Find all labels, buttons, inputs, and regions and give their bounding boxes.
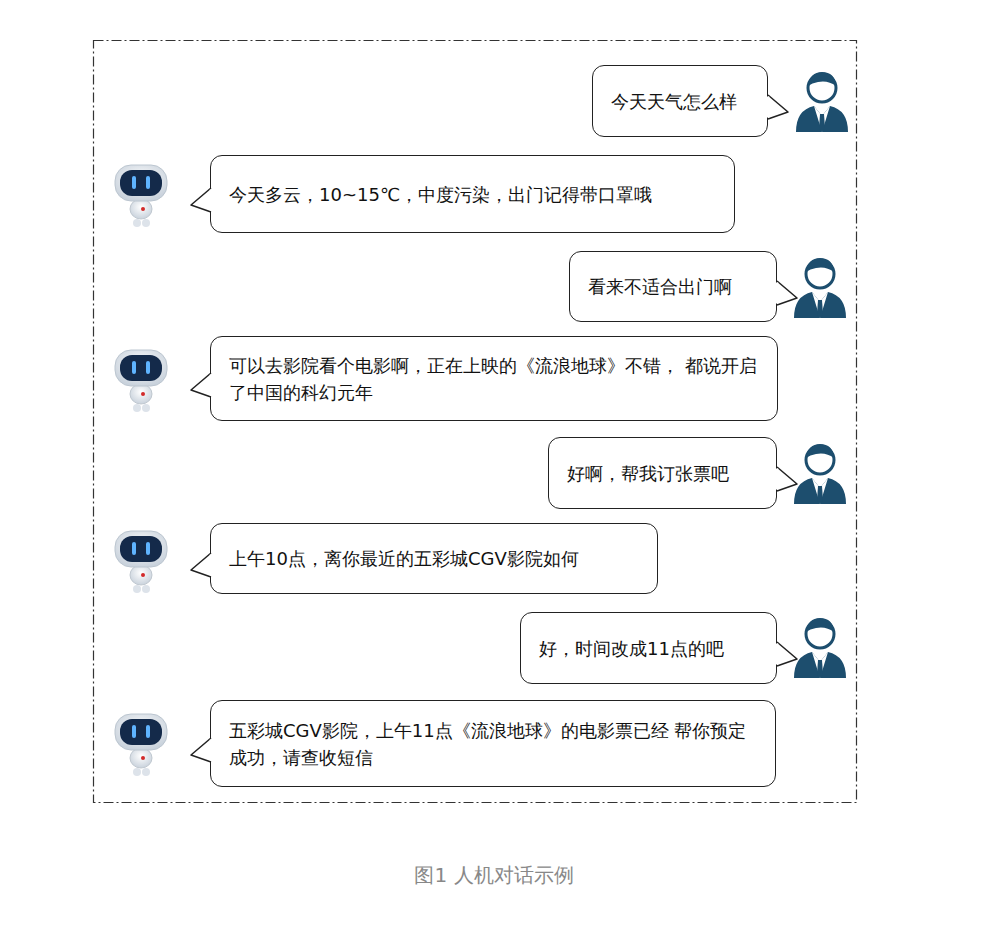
user-avatar — [794, 618, 846, 678]
bubble-text: 看来不适合出门啊 — [588, 273, 732, 300]
robot-avatar — [115, 714, 167, 776]
bubble-tail — [189, 550, 213, 580]
bubble-tail — [189, 185, 213, 215]
bubble-text: 上午10点，离你最近的五彩城CGV影院如何 — [229, 545, 579, 572]
robot-avatar — [115, 350, 167, 412]
bubble-text: 今天天气怎么样 — [611, 88, 737, 115]
robot-speech-bubble: 五彩城CGV影院，上午11点《流浪地球》的电影票已经 帮你预定成功，请查收短信 — [210, 700, 776, 787]
dash-dot-frame — [94, 41, 857, 803]
robot-avatar — [115, 531, 167, 593]
bubble-text: 五彩城CGV影院，上午11点《流浪地球》的电影票已经 帮你预定成功，请查收短信 — [229, 717, 757, 771]
bubble-tail — [775, 464, 799, 494]
bubble-text: 可以去影院看个电影啊，正在上映的《流浪地球》不错， 都说开启了中国的科幻元年 — [229, 352, 759, 406]
bubble-tail — [775, 639, 799, 669]
bubble-text: 好啊，帮我订张票吧 — [567, 460, 729, 487]
user-speech-bubble: 好，时间改成11点的吧 — [520, 612, 777, 684]
robot-speech-bubble: 可以去影院看个电影啊，正在上映的《流浪地球》不错， 都说开启了中国的科幻元年 — [210, 336, 778, 421]
user-speech-bubble: 今天天气怎么样 — [592, 65, 768, 137]
user-speech-bubble: 好啊，帮我订张票吧 — [548, 437, 777, 509]
robot-avatar — [115, 165, 167, 227]
user-avatar — [794, 258, 846, 318]
bubble-tail — [189, 370, 213, 400]
bubble-tail — [775, 278, 799, 308]
figure-caption: 图1 人机对话示例 — [0, 862, 988, 889]
bubble-tail — [189, 735, 213, 765]
bubble-tail — [766, 92, 790, 122]
bubble-text: 好，时间改成11点的吧 — [539, 635, 724, 662]
robot-speech-bubble: 今天多云，10~15℃，中度污染，出门记得带口罩哦 — [210, 155, 735, 233]
bubble-text: 今天多云，10~15℃，中度污染，出门记得带口罩哦 — [229, 181, 652, 208]
user-speech-bubble: 看来不适合出门啊 — [569, 251, 777, 322]
user-avatar — [794, 444, 846, 504]
user-avatar — [796, 72, 848, 132]
robot-speech-bubble: 上午10点，离你最近的五彩城CGV影院如何 — [210, 523, 658, 594]
